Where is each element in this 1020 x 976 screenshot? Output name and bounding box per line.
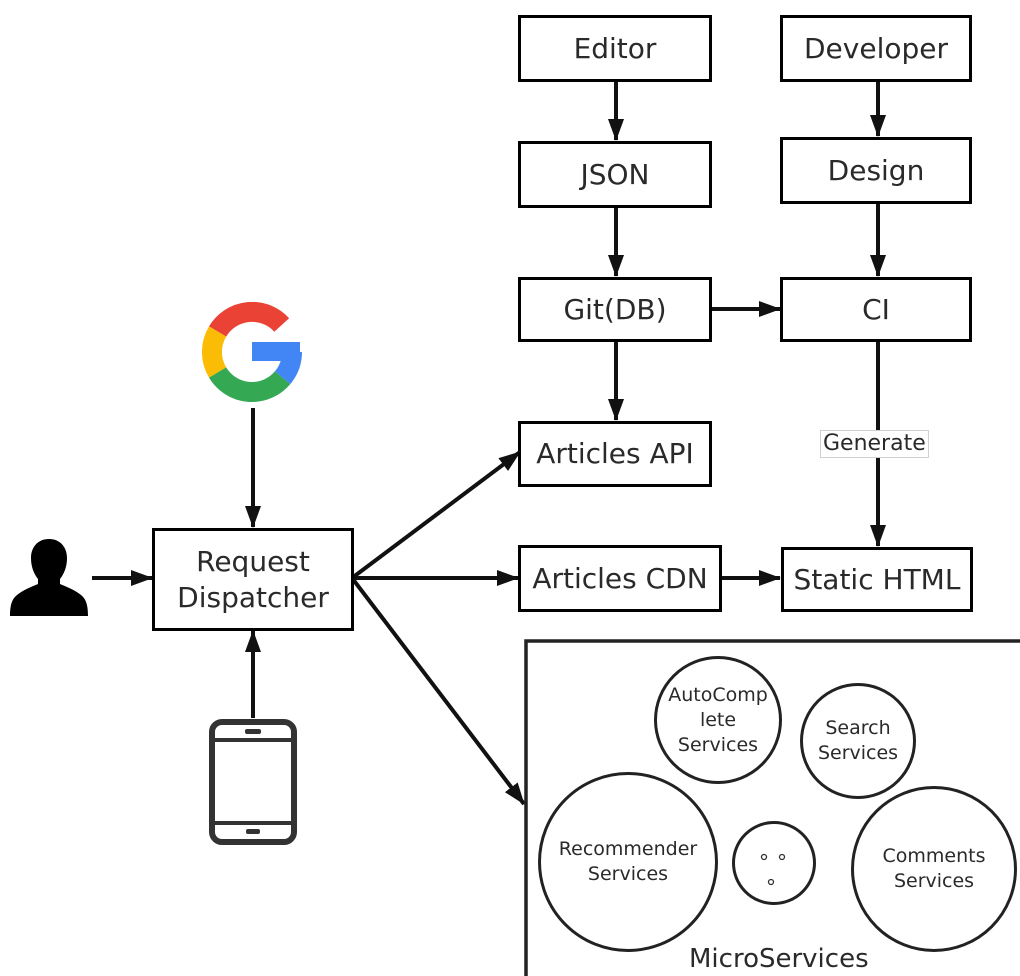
articles-cdn-box: Articles CDN bbox=[518, 545, 722, 612]
search-services-circle: Search Services bbox=[800, 683, 916, 799]
request-dispatcher-box: Request Dispatcher bbox=[152, 528, 354, 631]
autocomplete-services-label: AutoComp lete Services bbox=[668, 683, 768, 756]
user-icon bbox=[10, 539, 88, 616]
autocomplete-services-circle: AutoComp lete Services bbox=[654, 656, 782, 784]
ellipsis-dots-icon bbox=[760, 853, 785, 885]
comments-services-circle: Comments Services bbox=[851, 786, 1017, 952]
generate-edge-label: Generate bbox=[820, 430, 929, 458]
editor-box: Editor bbox=[518, 15, 712, 82]
articles-api-label: Articles API bbox=[536, 437, 694, 470]
ci-box: CI bbox=[780, 277, 972, 342]
comments-services-label: Comments Services bbox=[882, 845, 986, 892]
recommender-services-label: Recommender Services bbox=[558, 838, 698, 885]
edge-dispatcher-articles-api bbox=[350, 450, 522, 580]
smartphone-icon bbox=[209, 719, 297, 845]
static-html-label: Static HTML bbox=[793, 562, 961, 596]
git-db-box: Git(DB) bbox=[518, 277, 712, 342]
developer-box: Developer bbox=[780, 15, 972, 82]
json-label: JSON bbox=[580, 157, 650, 191]
edge-dispatcher-microservices bbox=[350, 576, 526, 806]
recommender-services-circle: Recommender Services bbox=[538, 772, 718, 952]
json-box: JSON bbox=[518, 141, 712, 208]
design-label: Design bbox=[827, 153, 925, 187]
articles-cdn-label: Articles CDN bbox=[532, 561, 708, 595]
editor-label: Editor bbox=[573, 31, 657, 65]
microservices-container bbox=[524, 639, 1020, 976]
static-html-box: Static HTML bbox=[781, 547, 973, 612]
articles-api-box: Articles API bbox=[518, 421, 712, 487]
developer-label: Developer bbox=[803, 31, 948, 65]
ci-label: CI bbox=[862, 292, 890, 326]
design-box: Design bbox=[780, 137, 972, 204]
ellipsis-circle bbox=[732, 821, 816, 905]
google-icon bbox=[202, 302, 302, 402]
search-services-label: Search Services bbox=[817, 717, 899, 764]
git-db-label: Git(DB) bbox=[563, 292, 667, 326]
microservices-title: MicroServices bbox=[689, 944, 869, 974]
request-dispatcher-label: Request Dispatcher bbox=[177, 544, 329, 614]
